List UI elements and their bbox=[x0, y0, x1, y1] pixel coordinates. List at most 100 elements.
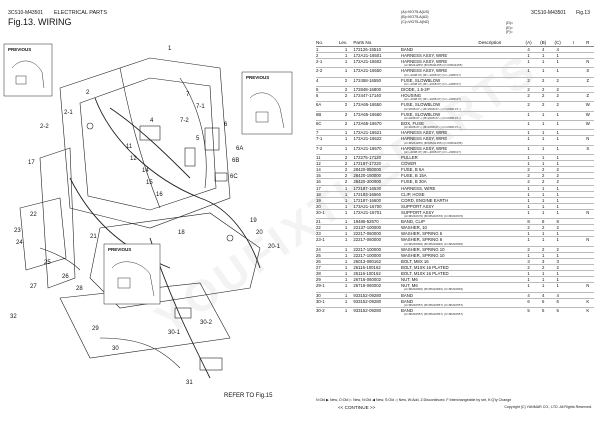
cell-no: 7-2 bbox=[316, 144, 339, 151]
cell-lev: 2 bbox=[338, 166, 354, 173]
refer-text: REFER TO Fig.15 bbox=[224, 393, 273, 399]
applicability-list: (A)=VIO75-A(US) (B)=VIO75-A(A2) (C)=VIO7… bbox=[401, 10, 451, 25]
cell-no: 5 bbox=[316, 86, 339, 93]
note-text: (A=~2008.07) (B=~2008.07) (C=~2008.07) bbox=[404, 150, 461, 154]
cell-lev: 1 bbox=[338, 196, 354, 204]
callout-14: 14 bbox=[142, 168, 149, 174]
callout-30: 30 bbox=[112, 346, 119, 352]
callout-11: 11 bbox=[126, 144, 133, 150]
cell-qty-c: 2 bbox=[550, 92, 565, 99]
note-text: (A=~2008.07) (B=~2008.07) (C=~2008.07) bbox=[404, 98, 461, 102]
cell-qty-a: 1 bbox=[521, 202, 536, 210]
col-r: R bbox=[581, 39, 594, 47]
cell-no: 24 bbox=[316, 245, 339, 253]
note-text: (A=2008.07~) (B=2008.07~) (C=2008.07~) bbox=[404, 107, 461, 111]
cell-no: 16 bbox=[316, 178, 339, 186]
cell-lev: 1 bbox=[338, 52, 354, 59]
cell-qty-b: 2 bbox=[535, 92, 551, 99]
cell-r: Z bbox=[581, 92, 594, 99]
cell-lev: 1 bbox=[338, 264, 354, 271]
callout-labels: 122-12-24566A6B6C77-17-21112141516171819… bbox=[10, 46, 281, 386]
cell-r bbox=[581, 52, 594, 59]
cell-i bbox=[564, 291, 582, 299]
cell-qty-b: 1 bbox=[535, 52, 551, 59]
cell-lev: 1 bbox=[338, 291, 354, 299]
cell-description: COVER bbox=[401, 160, 522, 167]
cell-no: 29-1 bbox=[316, 282, 339, 289]
table-note-row: (A=~2008.07) (B=~2008.07) (C=~2008.07) bbox=[316, 83, 594, 87]
cell-r: K bbox=[581, 307, 594, 314]
cell-qty-a: 5 bbox=[521, 307, 536, 314]
cell-qty-c: 2 bbox=[550, 172, 565, 179]
cell-r bbox=[581, 154, 594, 161]
cell-lev: 1 bbox=[338, 251, 354, 259]
cell-qty-a: 1 bbox=[521, 190, 536, 198]
cell-description: HARNESS ASSY, WIRE bbox=[401, 67, 522, 74]
cell-lev: 2 bbox=[338, 101, 354, 108]
cell-lev: 2 bbox=[338, 110, 354, 117]
callout-18: 18 bbox=[178, 230, 185, 236]
cell-qty-a: 1 bbox=[521, 154, 536, 161]
cell-description: WASHER, 10 bbox=[401, 224, 522, 231]
cell-description: HOUSING bbox=[401, 92, 522, 99]
cell-description: FUSE, B 15A bbox=[401, 172, 522, 179]
cell-description: FUSE, SLOWBLOW bbox=[401, 101, 522, 108]
callout-25: 25 bbox=[44, 260, 51, 266]
cell-no: 28 bbox=[316, 270, 339, 277]
cell-parts-no: 172A21-16550 bbox=[353, 67, 402, 74]
cell-i bbox=[564, 172, 582, 179]
cell-no: 21 bbox=[316, 218, 339, 225]
cell-r bbox=[581, 129, 594, 136]
column-group-f: (F)= bbox=[506, 30, 513, 34]
cell-description: DIODE, 1.5-2P bbox=[401, 86, 522, 93]
cell-qty-b: 2 bbox=[535, 178, 551, 186]
cell-r: Z bbox=[581, 76, 594, 83]
cell-no: 2-1 bbox=[316, 58, 339, 65]
callout-7-1: 7-1 bbox=[196, 104, 205, 110]
cell-qty-a: 2 bbox=[521, 172, 536, 179]
cell-lev: 2 bbox=[338, 178, 354, 186]
callout-28: 28 bbox=[76, 286, 83, 292]
cell-description: HARNESS ASSY, WIRE bbox=[401, 144, 522, 151]
cell-no: 14 bbox=[316, 166, 339, 173]
cell-no: 6 bbox=[316, 92, 339, 99]
cell-lev: 1 bbox=[338, 67, 354, 74]
note-text: (A=MM10557) (B=MM10557) (C=MM10557) bbox=[404, 313, 464, 317]
cell-parts-no: 172447-17140 bbox=[353, 92, 402, 99]
cell-qty-c: 1 bbox=[550, 282, 565, 289]
cell-no: 15 bbox=[316, 172, 339, 179]
cell-qty-c: 2 bbox=[550, 86, 565, 93]
cell-lev: 1 bbox=[338, 208, 354, 215]
cell-qty-a: 2 bbox=[521, 245, 536, 253]
cell-r bbox=[581, 276, 594, 283]
cell-i bbox=[564, 166, 582, 173]
cell-r bbox=[581, 196, 594, 204]
cell-qty-b: 2 bbox=[535, 172, 551, 179]
cell-i bbox=[564, 86, 582, 93]
cell-qty-b: 4 bbox=[535, 291, 551, 299]
cell-parts-no: 172A21-16502 bbox=[353, 58, 402, 65]
cell-lev: 1 bbox=[338, 224, 354, 231]
cell-qty-c: 1 bbox=[550, 270, 565, 277]
table-note-row: (A=MM11255) (B=MM11255) (C=MM11255) bbox=[316, 142, 594, 146]
cell-r bbox=[581, 172, 594, 179]
cell-lev: 2 bbox=[338, 172, 354, 179]
cell-qty-a: 2 bbox=[521, 178, 536, 186]
cab-frame bbox=[59, 57, 231, 229]
cell-qty-c: 1 bbox=[550, 276, 565, 283]
cell-qty-b: 1 bbox=[535, 67, 551, 74]
cell-qty-a: 1 bbox=[521, 110, 536, 117]
harness-main bbox=[94, 97, 261, 269]
cell-no: 22 bbox=[316, 224, 339, 231]
cell-qty-c: 2 bbox=[550, 224, 565, 231]
column-group-d: (D)= bbox=[506, 21, 514, 25]
